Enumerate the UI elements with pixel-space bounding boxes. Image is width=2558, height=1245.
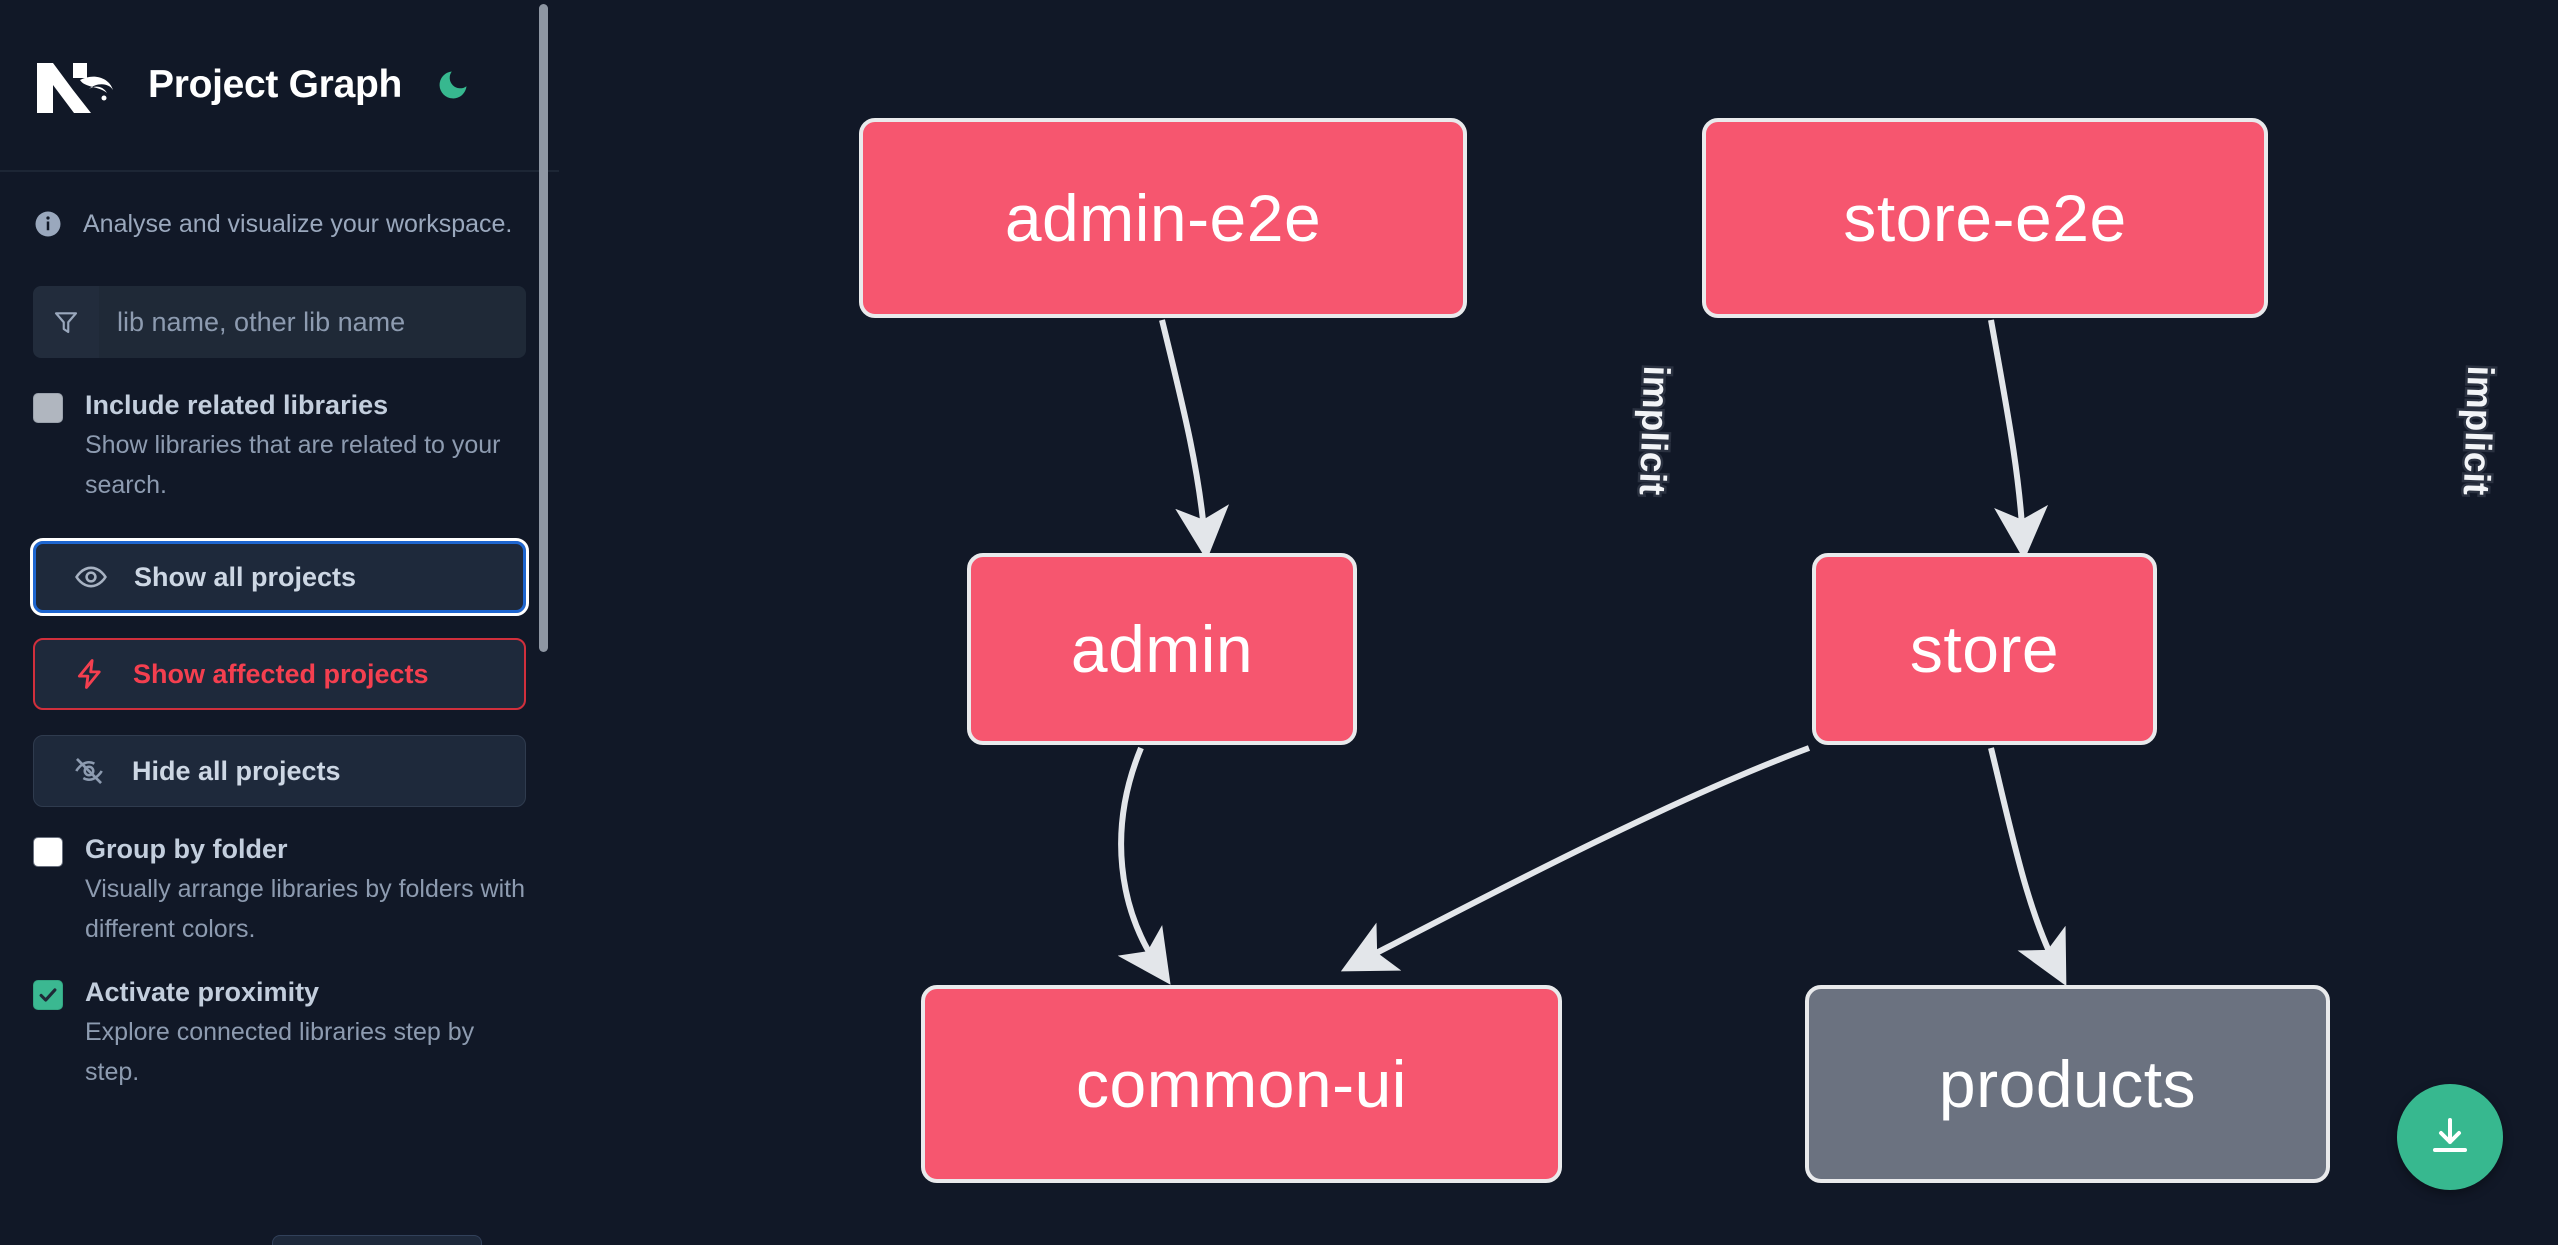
edge-label-implicit-admin: implicit [1629,362,1679,498]
filter-funnel-icon [33,286,99,358]
search-box[interactable] [33,286,526,358]
edge-admin-common-ui [1117,746,1171,985]
check-icon [39,988,57,1002]
download-image-button[interactable] [2397,1084,2503,1190]
node-label: store-e2e [1843,181,2127,255]
eye-off-icon [72,754,106,788]
hide-all-projects-button[interactable]: Hide all projects [33,735,526,807]
option-include-related-libraries: Include related libraries Show libraries… [0,388,559,505]
info-text: Analyse and visualize your workspace. [83,209,513,238]
action-button-group: Show all projects Show affected projects [0,538,559,807]
option-description: Explore connected libraries step by step… [85,1018,475,1086]
graph-node-common-ui[interactable]: common-ui [921,985,1562,1183]
show-affected-projects-button[interactable]: Show affected projects [33,638,526,710]
button-label: Show all projects [134,561,357,592]
option-description: Show libraries that are related to your … [85,431,501,499]
option-label: Group by folder [85,834,288,864]
partially-visible-control[interactable] [272,1235,482,1245]
filter-row [33,286,526,358]
search-input[interactable] [99,286,526,358]
graph-node-admin[interactable]: admin [967,553,1357,745]
info-banner: Analyse and visualize your workspace. [0,172,559,276]
graph-node-store-e2e[interactable]: store-e2e [1702,118,2268,318]
option-label: Activate proximity [85,977,320,1007]
nx-logo-icon [33,57,125,113]
include-related-libraries-checkbox[interactable] [33,393,63,423]
show-all-projects-button[interactable]: Show all projects [30,538,529,616]
activate-proximity-checkbox[interactable] [33,980,63,1010]
edge-store-products [1988,747,2067,987]
eye-icon [74,560,108,594]
node-label: admin [1070,612,1254,686]
graph-node-admin-e2e[interactable]: admin-e2e [859,118,1467,318]
svg-text:implicit: implicit [2456,365,2501,496]
graph-edges: implicit implicit [1117,319,2504,987]
lightning-icon [73,657,107,691]
sidebar: Project Graph Analyse and visualize your… [0,0,559,1245]
sidebar-scrollbar[interactable] [539,4,548,652]
node-label: store [1909,612,2060,686]
node-label: common-ui [1076,1047,1407,1121]
option-group-by-folder: Group by folder Visually arrange librari… [0,832,559,949]
moon-icon[interactable] [432,64,474,106]
option-label: Include related libraries [85,390,389,420]
edge-store-common-ui [1340,745,1811,972]
edge-admin-e2e-admin [1159,319,1230,561]
button-label: Hide all projects [132,755,341,786]
svg-text:implicit: implicit [1632,365,1677,496]
node-label: admin-e2e [1004,181,1322,255]
button-label: Show affected projects [133,658,429,689]
sidebar-header: Project Graph [0,0,559,172]
graph-node-store[interactable]: store [1812,553,2157,745]
group-by-folder-checkbox[interactable] [33,837,63,867]
graph-node-products[interactable]: products [1805,985,2330,1183]
page-title: Project Graph [148,63,402,106]
edge-store-e2e-store [1988,319,2049,561]
option-description: Visually arrange libraries by folders wi… [85,875,526,943]
info-circle-icon [33,209,63,239]
graph-canvas[interactable]: implicit implicit admin-e2e store-e2e ad… [559,0,2558,1245]
node-label: products [1938,1047,2197,1121]
download-icon [2433,1118,2467,1152]
edge-label-implicit-store: implicit [2453,362,2503,498]
option-activate-proximity: Activate proximity Explore connected lib… [0,975,559,1092]
